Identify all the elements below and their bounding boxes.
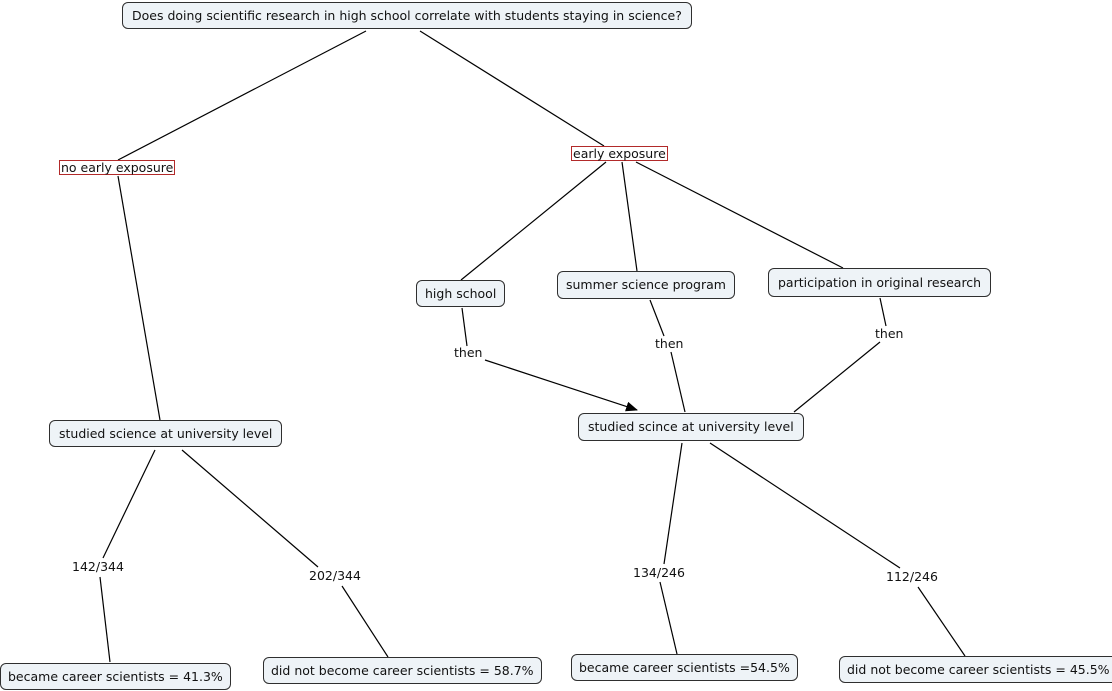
left-became-scientists-text: became career scientists = 41.3% (8, 669, 223, 684)
high-school-text: high school (425, 286, 497, 301)
arrow-then-to-right-university (484, 359, 638, 412)
then-label-summer-program: then (654, 336, 685, 351)
right-not-scientists-text: did not become career scientists = 45.5% (847, 662, 1110, 677)
left-no-ratio: 202/344 (308, 568, 362, 583)
left-university-text: studied science at university level (59, 426, 273, 441)
then-label-high-school: then (453, 345, 484, 360)
original-research-node[interactable]: participation in original research (768, 268, 992, 297)
early-exposure-node[interactable]: early exposure (571, 146, 668, 161)
right-university-text: studied scince at university level (588, 419, 794, 434)
summer-program-text: summer science program (566, 277, 726, 292)
right-became-scientists-text: became career scientists =54.5% (579, 660, 790, 675)
line-high-school-to-then (461, 307, 468, 347)
left-not-scientists-node[interactable]: did not become career scientists = 58.7% (263, 657, 542, 684)
right-university-node[interactable]: studied scince at university level (578, 413, 804, 441)
line-original-research-to-then (879, 297, 887, 327)
line-right-no-ratio-to-outcome (917, 586, 966, 657)
line-right-university-to-right-yes-ratio (663, 442, 683, 565)
line-question-to-exposure (419, 30, 605, 147)
line-left-yes-ratio-to-outcome (99, 576, 111, 663)
left-yes-ratio: 142/344 (71, 559, 125, 574)
line-left-university-to-left-yes-ratio (102, 449, 156, 559)
original-research-text: participation in original research (778, 275, 982, 290)
high-school-node[interactable]: high school (416, 280, 506, 307)
line-exposure-to-original-research (635, 161, 844, 269)
line-summer-program-to-then (649, 299, 665, 337)
left-not-scientists-text: did not become career scientists = 58.7% (271, 663, 534, 678)
right-became-scientists-node[interactable]: became career scientists =54.5% (571, 654, 798, 681)
question-text: Does doing scientific research in high s… (132, 8, 682, 23)
then-label-original-research: then (874, 326, 905, 341)
left-became-scientists-node[interactable]: became career scientists = 41.3% (0, 663, 231, 690)
no-early-exposure-node[interactable]: no early exposure (59, 160, 176, 175)
line-left-no-ratio-to-outcome (341, 585, 389, 658)
summer-program-node[interactable]: summer science program (557, 271, 735, 299)
line-right-yes-ratio-to-outcome (659, 581, 678, 655)
line-left-university-to-left-no-ratio (181, 449, 319, 568)
no-early-exposure-text: no early exposure (61, 160, 174, 175)
right-no-ratio: 112/246 (885, 569, 939, 584)
line-no-exposure-to-left-university (117, 175, 161, 421)
early-exposure-text: early exposure (573, 146, 666, 161)
line-then-to-right-university-summer (670, 351, 686, 413)
line-then-to-right-university-research (793, 341, 881, 413)
question-node[interactable]: Does doing scientific research in high s… (122, 2, 692, 29)
right-not-scientists-node[interactable]: did not become career scientists = 45.5% (839, 656, 1112, 683)
line-question-to-no-exposure (117, 30, 367, 161)
right-yes-ratio: 134/246 (632, 565, 686, 580)
line-exposure-to-summer-program (621, 161, 638, 272)
line-right-university-to-right-no-ratio (709, 442, 901, 569)
line-exposure-to-high-school (460, 161, 607, 281)
left-university-node[interactable]: studied science at university level (49, 420, 283, 447)
